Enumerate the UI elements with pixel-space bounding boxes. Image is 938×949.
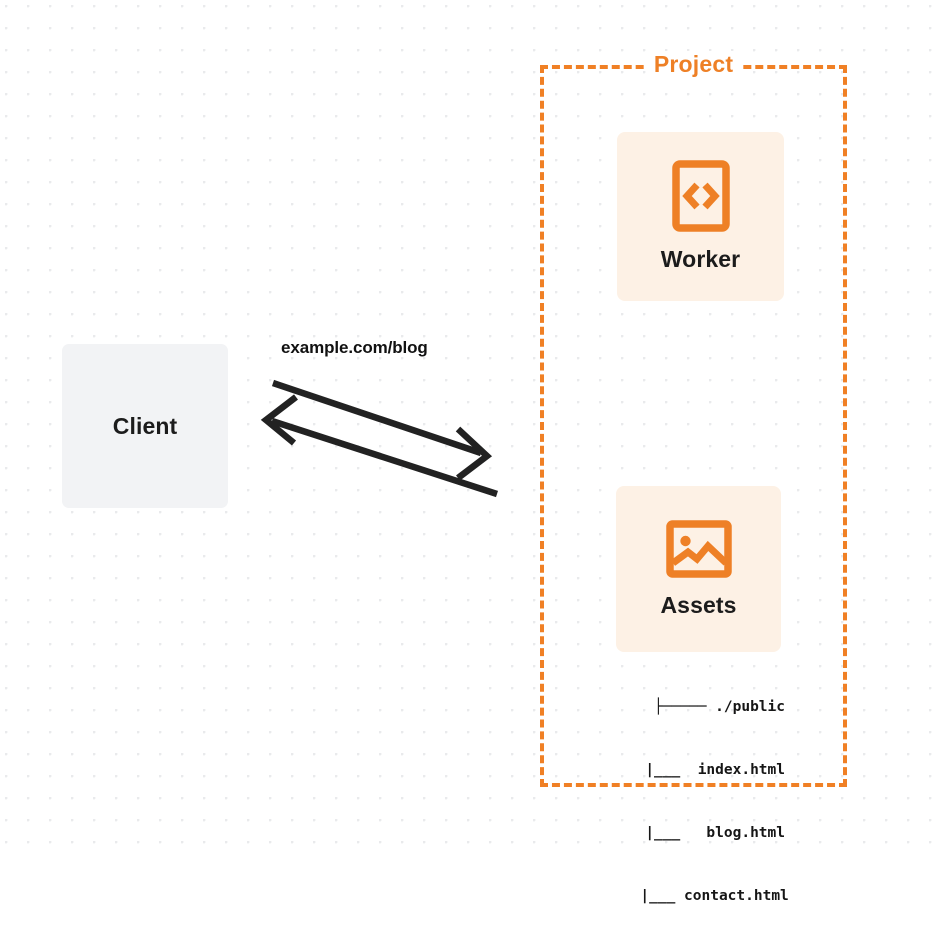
group-project-title: Project [646, 50, 741, 78]
edge-label-url: example.com/blog [281, 338, 428, 357]
node-worker[interactable]: Worker [617, 132, 784, 301]
diagram-canvas: Client example.com/blog Project [0, 0, 938, 904]
file-tree-row: |___ contact.html [588, 888, 789, 904]
image-picture-icon [665, 519, 732, 578]
code-document-icon [671, 160, 730, 232]
node-client-label: Client [112, 412, 178, 439]
node-assets[interactable]: Assets [616, 486, 781, 652]
group-project: Project Worker Assets [540, 50, 847, 904]
edge-response-arrow [260, 394, 499, 498]
assets-file-tree: ├───── ./public |___ index.html |___ blo… [588, 655, 789, 949]
node-worker-label: Worker [660, 246, 741, 272]
node-client[interactable]: Client [62, 344, 228, 508]
file-tree-row: ├───── ./public [654, 699, 785, 715]
edge-request-arrow [271, 379, 493, 481]
file-tree-row: |___ blog.html [592, 825, 785, 841]
node-assets-label: Assets [660, 591, 737, 618]
file-tree-row: |___ index.html [592, 762, 785, 778]
